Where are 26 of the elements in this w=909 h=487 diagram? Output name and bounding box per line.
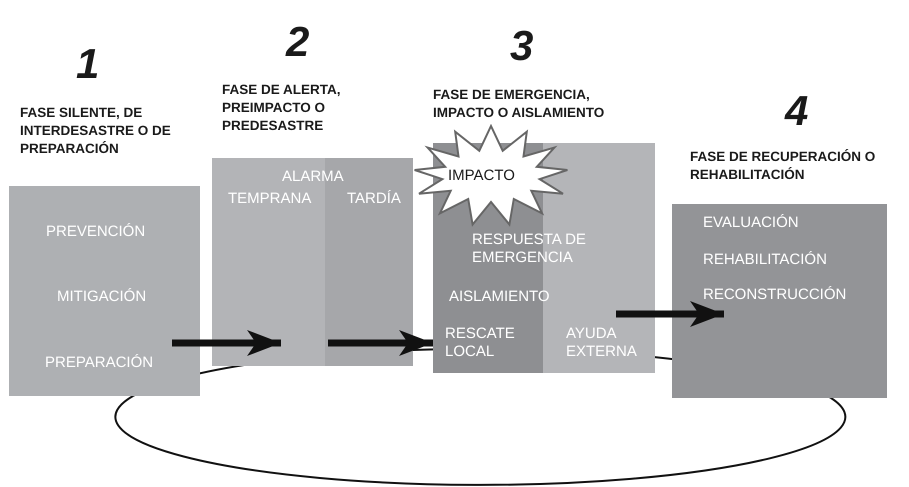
- arrow: [616, 301, 724, 327]
- phase-number: 2: [286, 18, 310, 66]
- cycle-line: [114, 395, 846, 486]
- column-label: TEMPRANA: [228, 190, 312, 208]
- phase-number: 4: [785, 87, 808, 135]
- phase-item: RESPUESTA DE EMERGENCIA: [472, 231, 587, 267]
- impact-label: IMPACTO: [448, 167, 515, 185]
- phase-heading: FASE DE EMERGENCIA, IMPACTO O AISLAMIENTO: [433, 86, 606, 122]
- phase-number: 3: [510, 22, 534, 70]
- phase-item: RECONSTRUCCIÓN: [703, 286, 846, 304]
- phase-item: PREPARACIÓN: [45, 354, 154, 372]
- column-label: AYUDA EXTERNA: [566, 325, 638, 361]
- phase-item: ALARMA: [282, 168, 344, 186]
- phase-heading: FASE DE RECUPERACIÓN O REHABILITACIÓN: [690, 148, 876, 184]
- phase-item: PREVENCIÓN: [46, 223, 146, 241]
- column-label: RESCATE LOCAL: [445, 325, 516, 361]
- arrow: [328, 330, 433, 356]
- phase-item: AISLAMIENTO: [449, 288, 550, 306]
- phase-item: REHABILITACIÓN: [703, 251, 827, 269]
- phase-heading: FASE SILENTE, DE INTERDESASTRE O DE PREPARACIÓN: [20, 104, 172, 158]
- phase-heading: FASE DE ALERTA, PREIMPACTO O PREDESASTRE: [222, 81, 342, 135]
- phase-item: EVALUACIÓN: [703, 214, 799, 232]
- phase-number: 1: [76, 40, 100, 88]
- arrow: [172, 330, 281, 356]
- column-label: TARDÍA: [347, 190, 401, 208]
- phase-item: MITIGACIÓN: [57, 288, 146, 306]
